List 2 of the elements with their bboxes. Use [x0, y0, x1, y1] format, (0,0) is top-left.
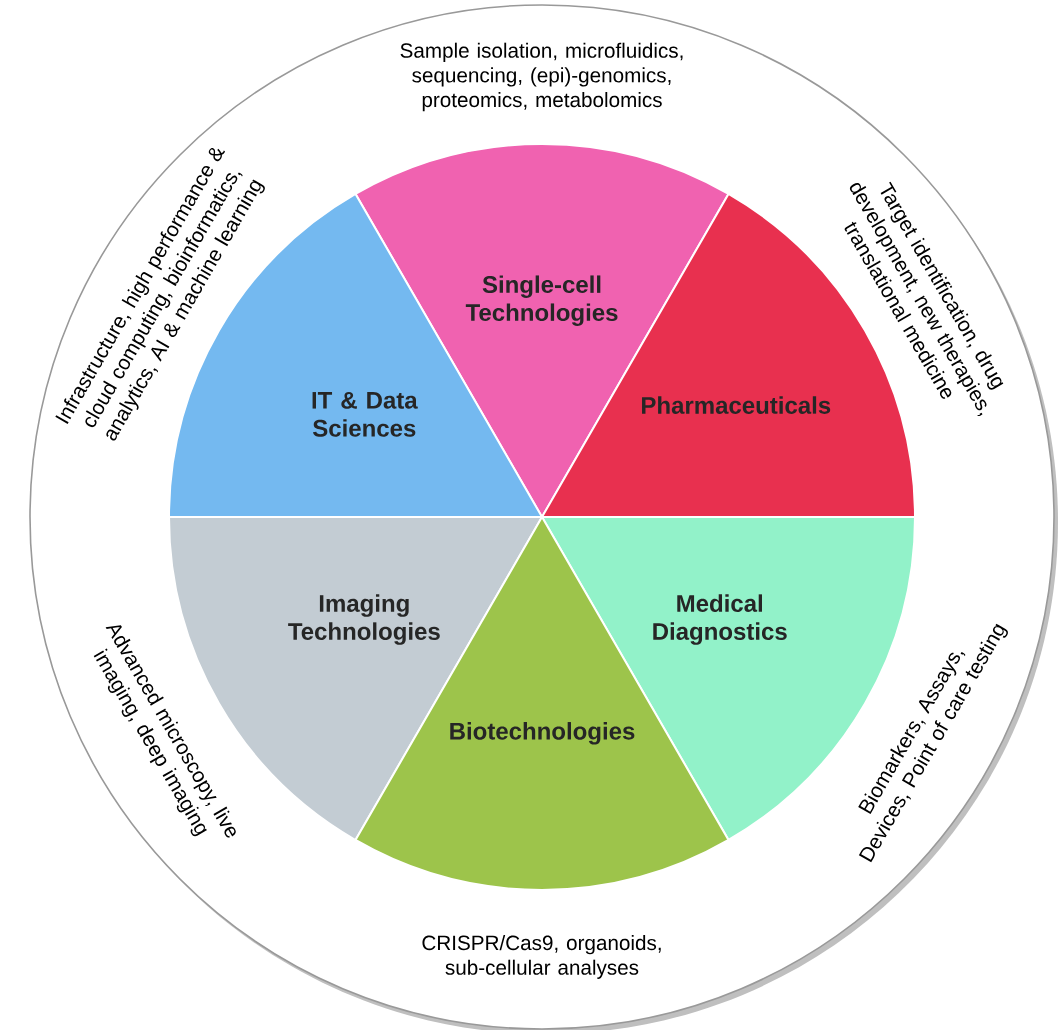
description-text: Sample isolation, microfluidics, sequencing, (epi)-genomics, proteomics, metabolomics — [400, 42, 683, 112]
description-text: CRISPR/Cas9, organoids, sub-cellular analyses — [422, 935, 661, 979]
